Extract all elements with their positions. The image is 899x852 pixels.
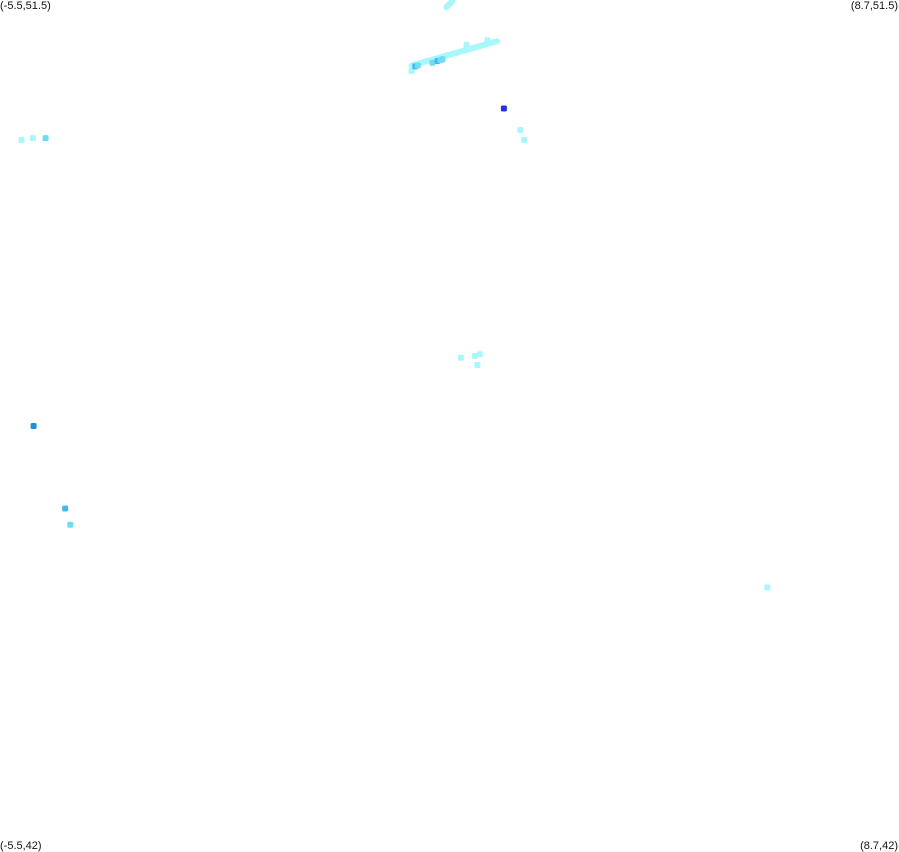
corner-label-bottom-left: (-5.5,42) [0,840,42,852]
map-point [408,67,415,74]
map-point [517,127,524,133]
map-point [30,423,37,429]
map-point [429,59,436,66]
map-track [443,0,456,11]
map-point [414,62,421,69]
map-point [500,105,507,112]
corner-label-bottom-right: (8.7,42) [860,840,898,852]
map-point [521,136,528,143]
map-point [18,136,25,143]
map-track [408,38,500,69]
map-point [764,584,771,591]
map-point [62,505,69,512]
map-point [476,351,483,358]
map-point [42,135,49,142]
map-point [29,135,36,142]
map-point [474,362,481,368]
corner-label-top-right: (8.7,51.5) [850,0,898,12]
map-point [439,56,446,63]
corner-label-top-left: (-5.5,51.5) [0,0,51,12]
map-point [457,354,464,361]
map-point [471,353,478,359]
map-point [484,37,491,44]
map-point [67,521,74,528]
map-point [463,41,470,48]
